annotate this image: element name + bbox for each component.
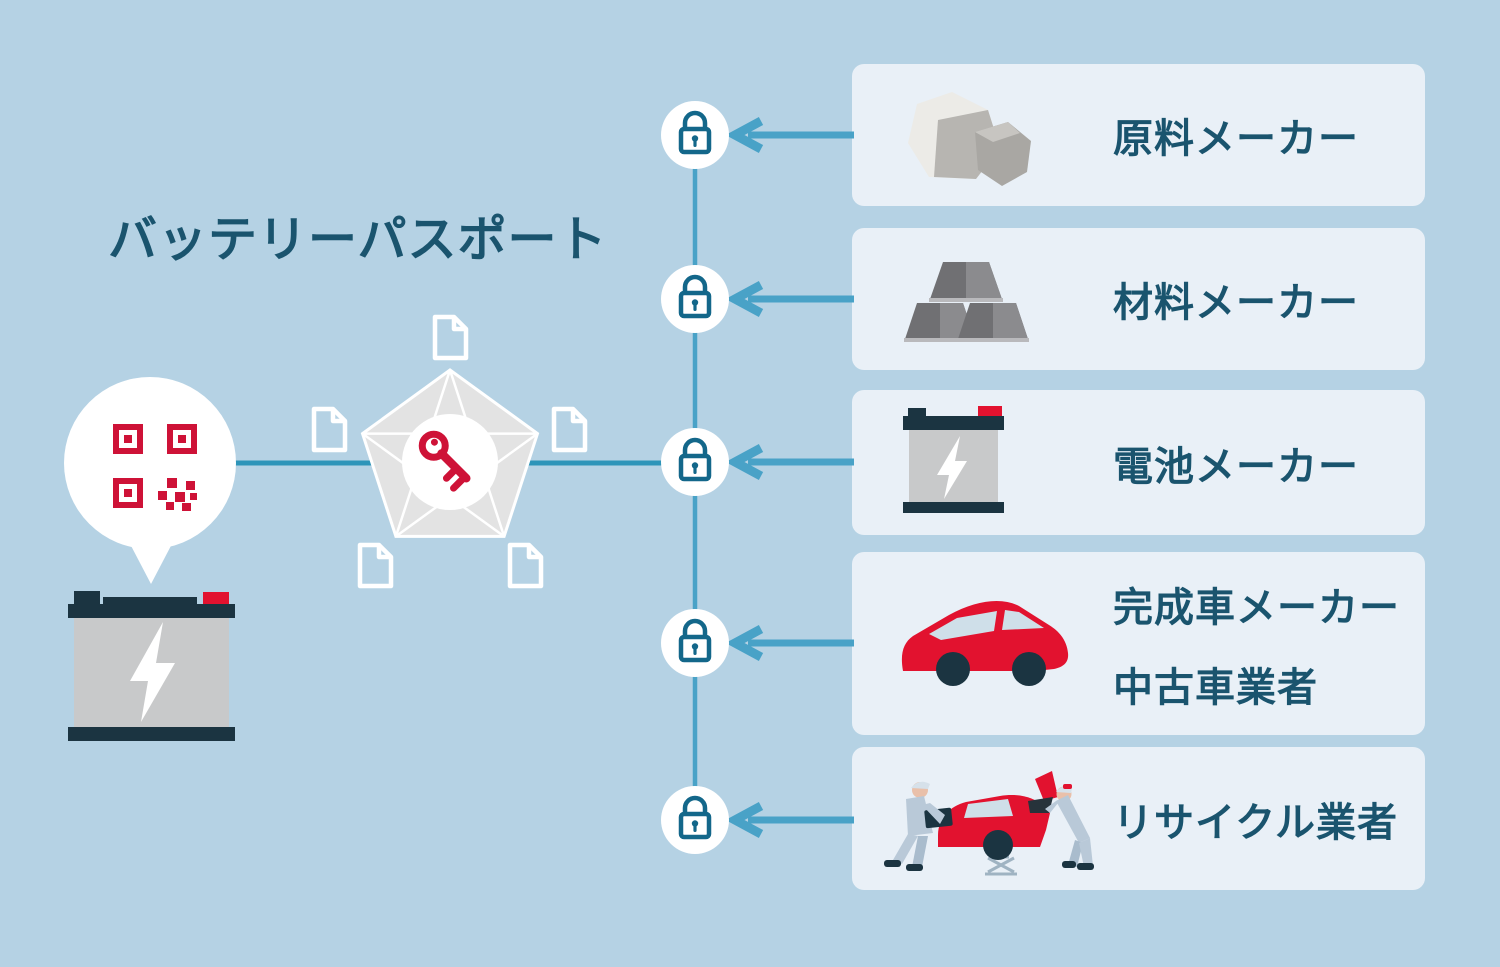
label-line: 材料メーカー xyxy=(1113,281,1359,325)
label-line: 中古車業者 xyxy=(1113,665,1318,710)
stakeholder-label-material: 材料メーカー xyxy=(1113,228,1413,370)
metal-ingots-icon xyxy=(904,262,1029,342)
label-line: 完成車メーカー xyxy=(1113,585,1400,630)
battery-icon xyxy=(903,406,1004,513)
label-line: 原料メーカー xyxy=(1113,117,1359,161)
arrow-from-battery-maker xyxy=(725,444,854,480)
red-car-icon xyxy=(901,600,1069,686)
label-line: 電池メーカー xyxy=(1113,444,1359,489)
stakeholder-label-car-maker: 完成車メーカー 中古車業者 xyxy=(1113,552,1413,735)
padlock-icon xyxy=(661,609,729,677)
lightning-bolt-icon xyxy=(937,436,967,499)
open-hood xyxy=(1035,771,1058,801)
page-title: バッテリーパスポート xyxy=(108,213,608,267)
document-icon xyxy=(507,542,544,589)
scissor-jack xyxy=(985,855,1017,876)
stakeholder-label-raw-material: 原料メーカー xyxy=(1113,64,1413,206)
lightning-bolt-icon xyxy=(130,622,175,722)
stakeholder-panel-car-maker xyxy=(852,552,1425,735)
padlock-icon xyxy=(661,265,729,333)
stakeholder-label-recycler: リサイクル業者 xyxy=(1113,747,1413,890)
arrow-from-car-maker xyxy=(725,625,854,661)
worker-carrying-battery xyxy=(884,781,953,871)
document-icon xyxy=(311,406,348,453)
document-icon xyxy=(432,314,469,361)
worker-at-hood xyxy=(1045,784,1094,870)
car-recycling-icon xyxy=(884,771,1094,876)
recycled-car-body xyxy=(938,795,1050,847)
padlock-icon xyxy=(661,786,729,854)
key-icon xyxy=(418,430,471,492)
padlock-icon xyxy=(661,101,729,169)
battery-icon xyxy=(68,591,235,741)
arrow-from-raw-material xyxy=(725,117,854,153)
document-icon xyxy=(551,406,588,453)
ore-rocks-icon xyxy=(908,92,1031,186)
document-icon xyxy=(357,542,394,589)
stakeholder-label-battery-maker: 電池メーカー xyxy=(1113,390,1413,535)
qr-code-icon xyxy=(113,424,197,511)
qr-speech-bubble xyxy=(64,377,236,584)
padlock-icon xyxy=(661,428,729,496)
label-line: リサイクル業者 xyxy=(1113,800,1398,845)
arrow-from-recycler xyxy=(725,802,854,838)
data-pentagon xyxy=(360,368,540,538)
arrow-from-material xyxy=(725,281,854,317)
